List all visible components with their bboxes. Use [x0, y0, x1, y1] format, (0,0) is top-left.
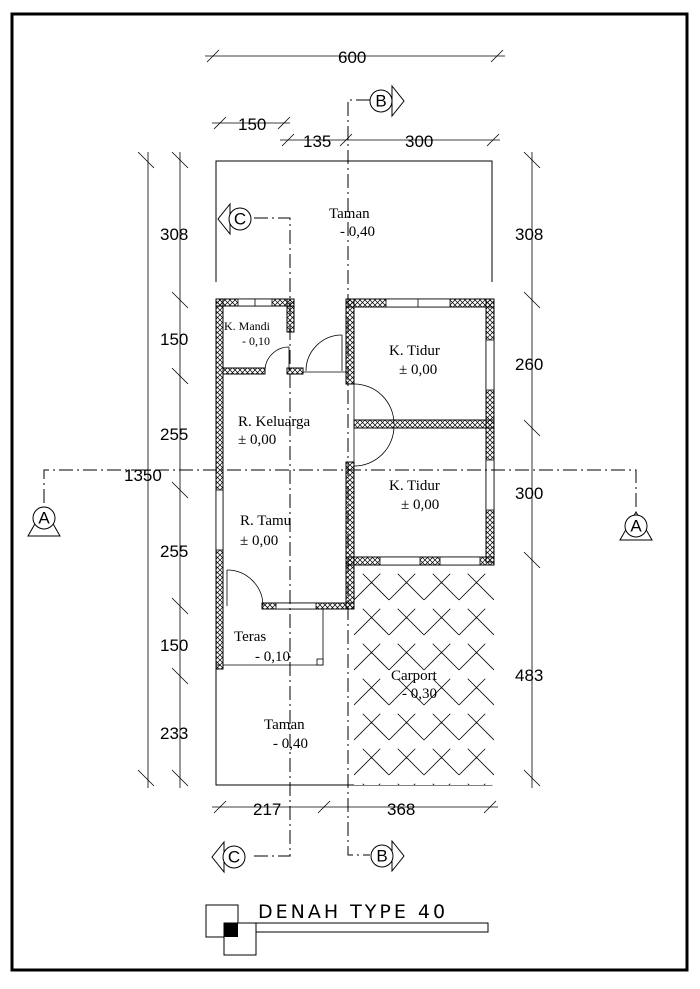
svg-text:A: A: [38, 509, 50, 528]
dim-left-1: 308: [160, 225, 188, 244]
dim-right-3: 300: [515, 484, 543, 503]
dim-total-height: 1350: [124, 466, 162, 485]
room-carport-level: - 0,30: [402, 686, 437, 702]
title-block: DENAH TYPE 40: [205, 901, 489, 956]
room-keluarga-level: ± 0,00: [238, 432, 276, 448]
svg-text:C: C: [234, 210, 246, 229]
dim-left-2: 150: [160, 330, 188, 349]
dim-left-5: 150: [160, 636, 188, 655]
room-taman-bottom-level: - 0,40: [273, 736, 308, 752]
teras-outline: [222, 609, 324, 666]
svg-text:C: C: [228, 848, 240, 867]
dim-top-left: 150: [238, 115, 266, 134]
dim-left-6: 233: [160, 724, 188, 743]
room-tidur-2-level: ± 0,00: [401, 497, 439, 513]
teras-column: [316, 658, 324, 666]
section-marker-a-left: A: [27, 506, 61, 537]
section-marker-c-bottom: C: [211, 840, 246, 874]
room-kamar-mandi-level: - 0,10: [242, 334, 270, 348]
room-teras-level: - 0,10: [255, 649, 290, 665]
title-block-logo-square: [224, 923, 238, 937]
section-axes: [43, 99, 637, 857]
dim-right-2: 260: [515, 355, 543, 374]
dim-right-1: 308: [515, 225, 543, 244]
section-marker-a-right: A: [619, 510, 653, 541]
svg-text:B: B: [376, 847, 387, 866]
dim-top-right: 300: [405, 132, 433, 151]
dimension-labels: 600 150 135 300 308 150 255 255 150 233 …: [124, 48, 543, 819]
room-taman-bottom-name: Taman: [264, 717, 305, 733]
section-marker-b-bottom: B: [370, 839, 405, 873]
room-tidur-2-name: K. Tidur: [389, 478, 440, 494]
doors: [226, 334, 395, 607]
room-teras-name: Teras: [234, 629, 266, 645]
section-marker-b-top: B: [369, 84, 405, 118]
drawing-title: DENAH TYPE 40: [258, 901, 448, 923]
room-keluarga-name: R. Keluarga: [238, 414, 311, 430]
dim-bottom-left: 217: [253, 800, 281, 819]
dim-left-4: 255: [160, 542, 188, 561]
sheet-border: [10, 12, 689, 972]
room-taman-top-name: Taman: [329, 206, 370, 222]
room-tidur-1-level: ± 0,00: [399, 362, 437, 378]
room-tamu-level: ± 0,00: [240, 533, 278, 549]
room-kamar-mandi-name: K. Mandi: [224, 319, 271, 333]
room-tamu-name: R. Tamu: [240, 513, 292, 529]
dim-top-total: 600: [338, 48, 366, 67]
svg-text:A: A: [630, 517, 642, 536]
carport-paving: [354, 565, 494, 785]
dim-bottom-right: 368: [387, 800, 415, 819]
room-labels: Taman - 0,40 K. Mandi - 0,10 K. Tidur ± …: [224, 206, 440, 752]
svg-text:B: B: [375, 92, 386, 111]
room-carport-name: Carport: [391, 668, 438, 684]
dim-top-mid: 135: [303, 132, 331, 151]
dim-left-3: 255: [160, 425, 188, 444]
section-marker-c-top: C: [217, 202, 252, 236]
room-tidur-1-name: K. Tidur: [389, 343, 440, 359]
windows: [215, 298, 495, 610]
dim-right-4: 483: [515, 666, 543, 685]
room-taman-top-level: - 0,40: [340, 224, 375, 240]
